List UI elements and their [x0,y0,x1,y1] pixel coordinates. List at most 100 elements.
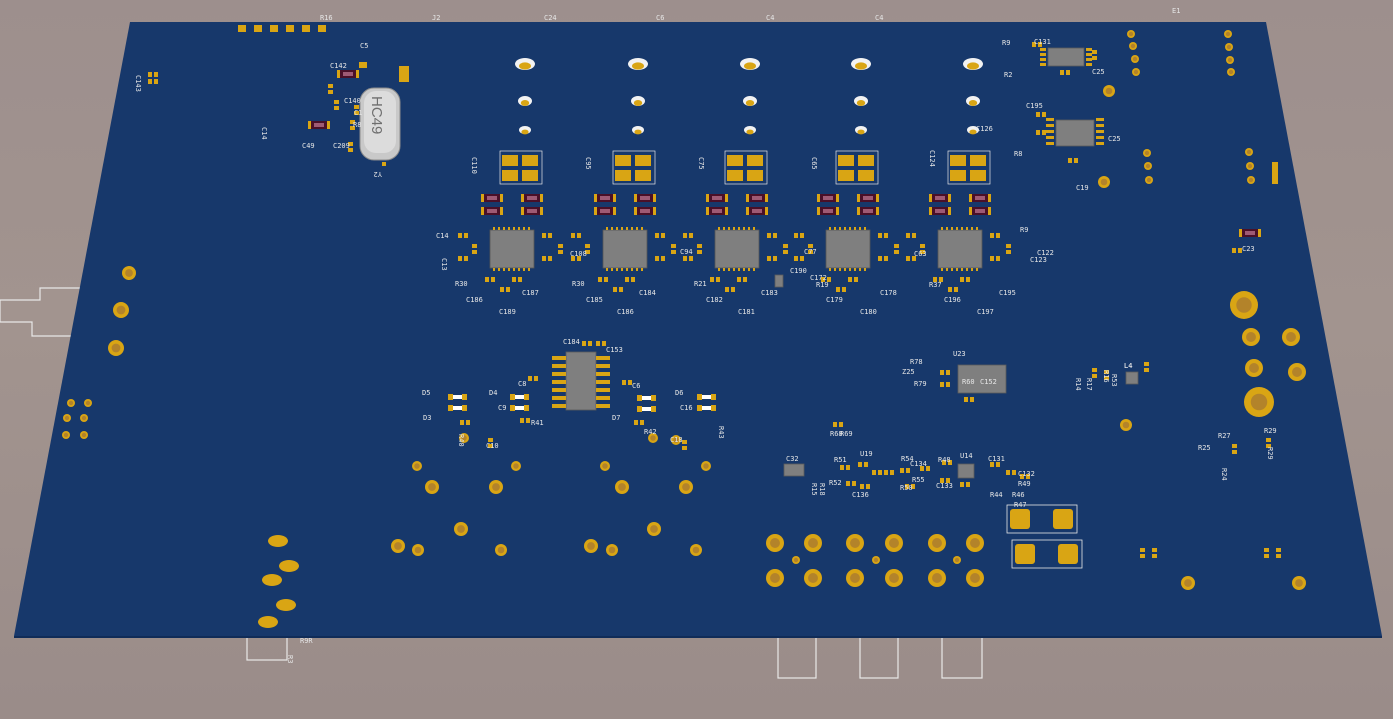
silkscreen-label: C126 [976,125,993,133]
smd-pad [727,155,743,166]
qfn-pin [966,227,968,230]
qfn-pin [844,268,846,271]
silkscreen-label: D7 [612,414,620,422]
soic-pin [552,364,566,368]
smd-pad [711,394,716,400]
pad-hole [492,483,500,491]
resistor-package [337,70,359,78]
qfn-pin [956,268,958,271]
through-hole-pad [62,431,70,439]
silkscreen-label: C196 [944,296,961,304]
silkscreen-label: R27 [1218,432,1231,440]
smd-pad [1264,554,1269,558]
resistor-package [929,194,951,202]
through-hole-pad [584,539,598,553]
through-hole-pad [459,433,469,443]
silkscreen-label: R29 [1264,427,1277,435]
footprint-outline [947,150,991,185]
silkscreen-label: C65 [810,157,818,170]
smd-pad [588,341,592,346]
connector-pad [268,535,288,547]
smd-pad [854,277,858,282]
smd-pad [522,170,538,181]
smd-pad [878,256,882,261]
smd-pad [350,120,355,124]
smd-pad [808,250,813,254]
pad-hole [682,483,690,491]
through-hole-pad [766,569,784,587]
silkscreen-label: C124 [928,150,936,167]
silkscreen-label: D6 [675,389,683,397]
resistor-package [1239,229,1261,237]
silkscreen-label: C133 [936,482,953,490]
ic-pin [1096,124,1104,127]
qfn-pin [844,227,846,230]
pad [481,207,484,215]
smd-pad [506,287,510,292]
smd-pad [920,466,924,471]
resistor-package [481,207,503,215]
test-point-base [857,129,865,135]
through-hole-pad [1144,162,1152,170]
pad-hole [85,400,91,406]
silkscreen-label: R78 [910,358,923,366]
smd-pad [637,406,642,412]
through-hole-pad [1242,328,1260,346]
pad-hole [461,435,467,441]
footprint-outline [1011,539,1083,569]
smd-pad [661,233,665,238]
smd-pad [827,277,831,282]
soic-pin [552,372,566,376]
chip-body [1125,371,1139,385]
pad [765,207,768,215]
soic-pin [596,372,610,376]
smd-pad [948,460,952,465]
smd-pad [970,170,986,181]
crystal-y2[interactable]: HC49 Y2 [359,87,401,178]
qfn-pin [626,268,628,271]
qfn-pin [748,268,750,271]
smd-pad [912,256,916,261]
silkscreen-label: C182 [706,296,723,304]
test-point-base [632,62,644,70]
pad-hole [1295,579,1303,587]
qfn-chip [602,229,648,269]
smd-pad [864,462,868,467]
smd-pad [894,250,899,254]
smd-pad [878,233,882,238]
pad [876,194,879,202]
resistor-marking [752,209,762,213]
resistor-package [857,207,879,215]
silkscreen-label: C197 [977,308,994,316]
smd-pad [773,256,777,261]
pad-hole [808,573,818,583]
silkscreen-label: C186 [617,308,634,316]
smd-pad [839,422,843,427]
smd-pad [661,256,665,261]
through-hole-pad [766,534,784,552]
smd-pad [808,244,813,248]
pad-hole [68,400,74,406]
through-hole-pad [113,302,129,318]
through-hole-pad [1129,42,1137,50]
silkscreen-label: C14 [260,127,268,140]
ic-pin [1040,58,1046,61]
through-hole-pad [1132,68,1140,76]
smd-pad [950,155,966,166]
through-hole-pad [671,435,681,445]
silkscreen-label: R48 [938,456,951,464]
pad-hole [1227,57,1233,63]
silkscreen-label: C195 [1026,102,1043,110]
header-pin-pad [318,25,326,32]
chip-body [1047,47,1085,67]
pad [521,194,524,202]
ic-pin [1046,130,1054,133]
pad-hole [1250,393,1268,411]
silkscreen-label: C13 [440,258,448,271]
silkscreen-label: R42 [644,428,657,436]
pcb-board[interactable] [14,22,1382,636]
smd-pad [328,84,333,88]
smd-pad [524,405,529,411]
